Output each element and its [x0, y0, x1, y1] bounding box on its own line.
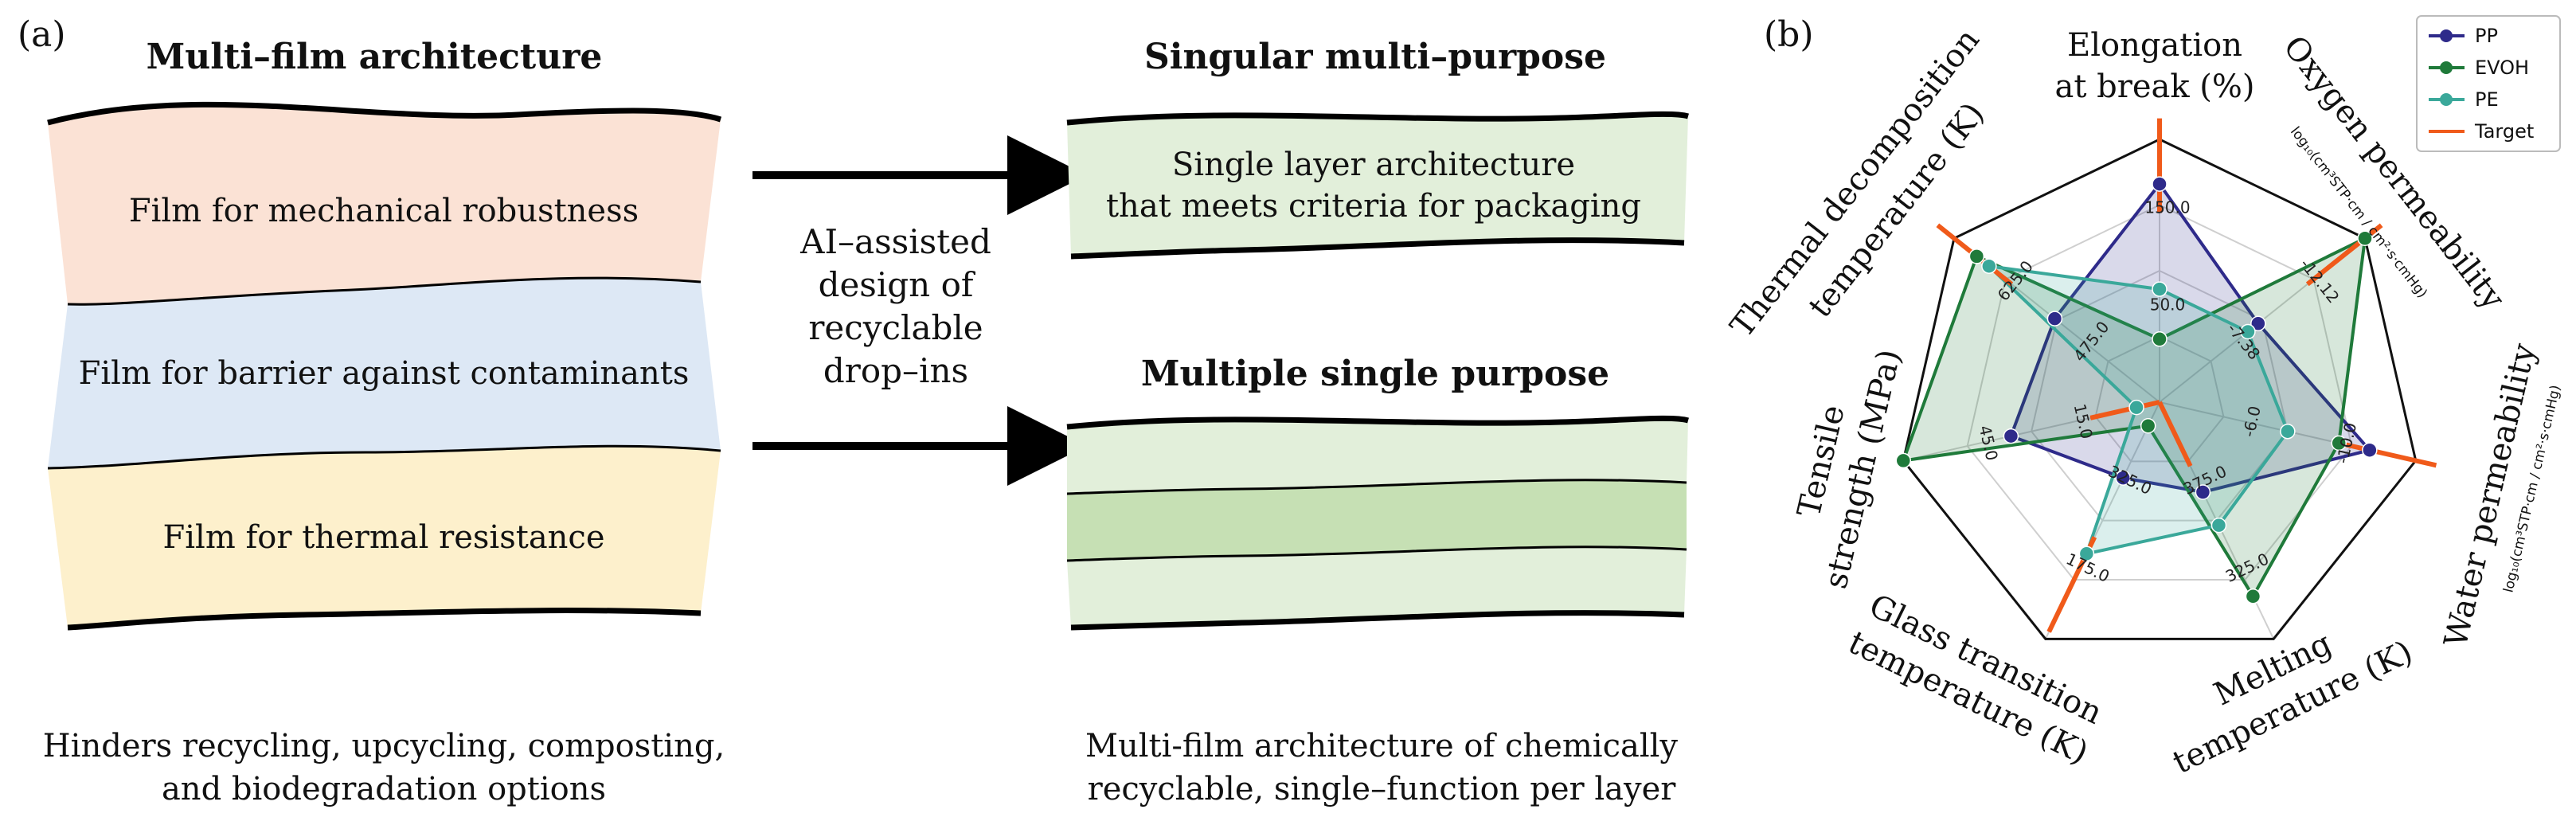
legend-marker-pp: [2440, 29, 2453, 42]
series-point-pe-6: [2128, 399, 2144, 416]
panel-a-label: (a): [18, 14, 66, 55]
series-point-pe-4: [2211, 517, 2227, 534]
legend-entry-evoh: EVOH: [2429, 57, 2529, 79]
series-point-pp-4: [2195, 484, 2211, 500]
series-point-evoh-3: [2331, 435, 2347, 452]
series-point-pe-5: [2078, 545, 2095, 562]
multi-layer-edge-4: [1070, 610, 1685, 631]
film-boundary-2: [67, 276, 702, 306]
left-caption-line-1: Hinders recycling, upcycling, composting…: [43, 728, 725, 764]
single-layer-top-edge: [1066, 111, 1690, 126]
legend: PP EVOH PE Target: [2416, 15, 2561, 152]
multi-layer-3: [1067, 546, 1687, 628]
radar-grid-ring-1: [2094, 335, 2225, 463]
series-point-pp-5: [2115, 470, 2131, 486]
panel-b-label: (b): [1764, 14, 1814, 55]
panel-a: (a) Multi–film architecture Film for mec…: [18, 14, 1690, 807]
target-segment-4: [2157, 401, 2193, 467]
series-point-pe-1: [2152, 281, 2168, 297]
left-title: Multi–film architecture: [147, 37, 603, 77]
series-point-evoh-7: [1968, 248, 1985, 264]
top-right-title: Singular multi–purpose: [1144, 37, 1606, 77]
axis-title-elongation-2: at break (%): [2054, 68, 2254, 105]
bottom-right-title: Multiple single purpose: [1141, 354, 1609, 394]
series-point-evoh-1: [2152, 331, 2168, 347]
legend-label-pp: PP: [2475, 25, 2498, 47]
arrow-text-line-3: recyclable: [808, 308, 983, 347]
legend-entry-pe: PE: [2429, 88, 2499, 111]
multi-layer-1: [1067, 418, 1688, 494]
radar-chart: 50.0150.0-7.38-12.12-6.0-10.0375.0325.03…: [1895, 118, 2437, 640]
radar-outer-frame: [1902, 138, 2418, 640]
radar-grid-ring-2: [2031, 269, 2289, 522]
series-point-pe-3: [2280, 423, 2296, 440]
legend-label-pe: PE: [2475, 88, 2499, 111]
layer-text-barrier: Film for barrier against contaminants: [79, 355, 690, 392]
single-layer-text-1: Single layer architecture: [1172, 147, 1575, 183]
single-layer-bottom-edge: [1070, 237, 1685, 260]
series-point-evoh-5: [2140, 417, 2156, 434]
film-boundary-1: [47, 101, 722, 126]
series-point-pp-2: [2250, 315, 2266, 331]
arrow-text-line-2: design of: [819, 265, 976, 304]
film-boundary-4: [67, 608, 702, 631]
axis-title-elongation-1: Elongation: [2067, 27, 2242, 64]
radar-grid-ring-3: [1966, 204, 2353, 581]
film-layer-barrier: [48, 278, 721, 468]
target-segment-6: [2089, 400, 2160, 420]
multi-layer-edge-3: [1066, 545, 1687, 562]
legend-entry-pp: PP: [2429, 25, 2498, 47]
series-point-pp-7: [2046, 311, 2063, 327]
right-caption-line-1: Multi-film architecture of chemically: [1085, 728, 1678, 764]
arrow-text-line-4: drop–ins: [823, 351, 968, 390]
single-layer: [1067, 114, 1688, 256]
multi-layer-edge-2: [1066, 479, 1687, 495]
legend-frame: [2416, 15, 2561, 152]
legend-label-evoh: EVOH: [2475, 57, 2529, 79]
series-point-pp-6: [2003, 428, 2019, 444]
legend-marker-pe: [2440, 93, 2453, 106]
panel-b: (b) 50.0150.0-7.38-12.12-6.0-10.0375.032…: [1724, 14, 2564, 781]
series-point-pp-1: [2152, 176, 2168, 192]
film-boundary-3: [47, 444, 721, 470]
single-layer-text-2: that meets criteria for packaging: [1106, 188, 1641, 225]
legend-label-target: Target: [2474, 120, 2534, 143]
series-point-pe-2: [2240, 323, 2256, 340]
arrow-text-line-1: AI–assisted: [799, 222, 991, 261]
film-layer-mechanical: [48, 104, 721, 305]
layer-text-mechanical: Film for mechanical robustness: [129, 193, 639, 229]
tick-label-1-2: 150.0: [2144, 197, 2190, 217]
series-point-evoh-4: [2245, 589, 2261, 604]
series-point-pe-7: [1981, 258, 1997, 274]
axis-title-thermal-decomp-1: Thermal decomposition: [1724, 22, 1987, 345]
series-point-pp-3: [2362, 442, 2378, 458]
film-layer-thermal: [48, 446, 721, 628]
right-caption-line-2: recyclable, single–function per layer: [1088, 771, 1677, 807]
target-segment-3: [2343, 441, 2437, 468]
legend-marker-evoh: [2440, 61, 2453, 74]
tick-label-1-1: 50.0: [2150, 295, 2186, 315]
legend-entry-target: Target: [2429, 120, 2534, 143]
multi-layer-edge-1: [1066, 415, 1690, 430]
multi-layer-2: [1067, 479, 1687, 561]
layer-text-thermal: Film for thermal resistance: [162, 519, 604, 556]
left-caption-line-2: and biodegradation options: [162, 771, 606, 807]
series-point-evoh-6: [1895, 452, 1912, 469]
series-point-evoh-2: [2357, 230, 2373, 246]
